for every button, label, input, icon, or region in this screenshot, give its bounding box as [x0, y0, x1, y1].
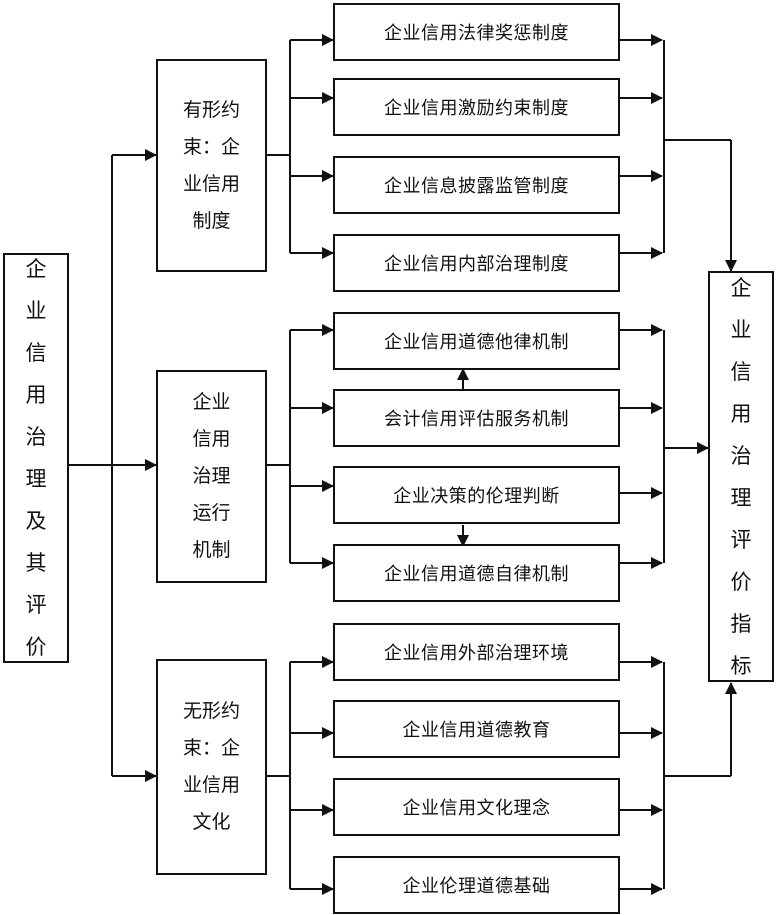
item-node-label: 企业信用道德自律机制	[384, 564, 569, 585]
item-node: 企业信用内部治理制度	[333, 234, 620, 292]
item-node-label: 企业信用道德他律机制	[384, 332, 569, 353]
item-node-label: 企业信息披露监管制度	[384, 176, 569, 197]
item-node: 企业信用道德自律机制	[333, 544, 620, 602]
target-node-label: 企业信用治理评价指标	[730, 275, 752, 678]
root-node-label: 企业信用治理及其评价	[25, 257, 47, 659]
group-node-label: 有形约束：企业信用制度	[182, 98, 240, 232]
item-node-label: 企业信用文化理念	[402, 798, 551, 819]
target-node: 企业信用治理评价指标	[708, 271, 774, 682]
item-node: 企业信用外部治理环境	[333, 623, 620, 681]
item-node: 企业信用道德教育	[333, 700, 620, 758]
item-node: 企业伦理道德基础	[333, 856, 620, 914]
group-node-operation-mechanism: 企业信用治理运行机制	[156, 370, 267, 583]
root-node: 企业信用治理及其评价	[3, 253, 69, 663]
item-node-label: 企业信用内部治理制度	[384, 254, 569, 275]
item-node-label: 企业信用道德教育	[402, 720, 551, 741]
item-node: 企业信息披露监管制度	[333, 156, 620, 214]
item-node: 会计信用评估服务机制	[333, 389, 620, 447]
item-node-label: 企业信用法律奖惩制度	[384, 23, 569, 44]
item-node-label: 企业信用外部治理环境	[384, 643, 569, 664]
item-node: 企业决策的伦理判断	[333, 466, 620, 524]
group-node-intangible-constraint: 无形约束：企业信用文化	[156, 659, 267, 875]
item-node-label: 企业决策的伦理判断	[393, 486, 560, 507]
group-node-label: 无形约束：企业信用文化	[182, 700, 240, 833]
item-node-label: 会计信用评估服务机制	[384, 409, 569, 430]
item-node: 企业信用道德他律机制	[333, 312, 620, 370]
item-node-label: 企业伦理道德基础	[402, 876, 551, 897]
group-node-label: 企业信用治理运行机制	[192, 391, 231, 561]
item-node: 企业信用激励约束制度	[333, 78, 620, 136]
group-node-tangible-constraint: 有形约束：企业信用制度	[156, 59, 267, 272]
item-node: 企业信用法律奖惩制度	[333, 3, 620, 61]
item-node: 企业信用文化理念	[333, 778, 620, 836]
item-node-label: 企业信用激励约束制度	[384, 98, 569, 119]
